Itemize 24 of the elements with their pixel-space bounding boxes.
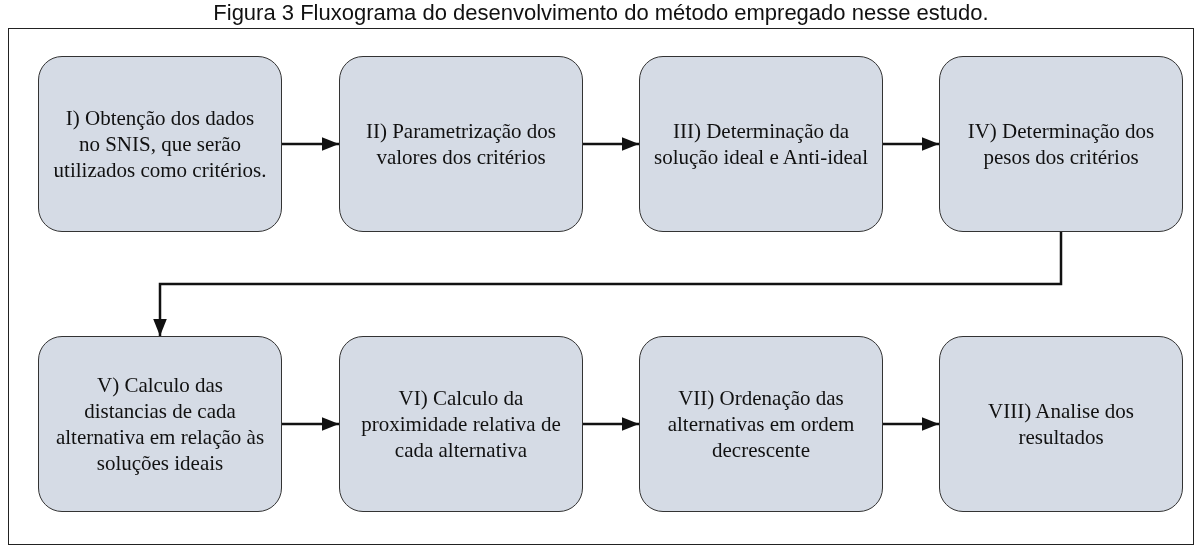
arrow — [583, 417, 639, 431]
arrow — [583, 137, 639, 151]
process-box — [639, 56, 883, 232]
arrow — [883, 417, 939, 431]
step-text: I) Obtenção dos dados no SNIS, que serão utilizados como critérios. — [53, 105, 267, 183]
step-text: II) Parametrização dos valores dos critérios — [364, 118, 558, 170]
process-box — [639, 336, 883, 512]
arrow — [282, 417, 339, 431]
figure-title: Figura 3 Fluxograma do desenvolvimento do método empregado nesse estudo. — [212, 0, 990, 26]
step-text: VI) Calculo da proximidade relativa de cada alternativa — [360, 385, 562, 463]
process-box — [939, 56, 1183, 232]
arrow — [883, 137, 939, 151]
step-text: IV) Determinação dos pesos dos critérios — [966, 118, 1156, 170]
step-text: VII) Ordenação das alternativas em ordem decrescente — [666, 385, 856, 463]
arrow — [153, 232, 1063, 336]
process-box — [38, 56, 282, 232]
process-box — [939, 336, 1183, 512]
arrow — [282, 137, 339, 151]
process-box — [339, 56, 583, 232]
step-text: VIII) Analise dos resultados — [987, 398, 1135, 450]
step-text: III) Determinação da solução ideal e Anti-ideal — [654, 118, 868, 170]
step-text: V) Calculo das distancias de cada alternativa em relação às soluções ideais — [54, 372, 266, 476]
process-box — [38, 336, 282, 512]
process-box — [339, 336, 583, 512]
